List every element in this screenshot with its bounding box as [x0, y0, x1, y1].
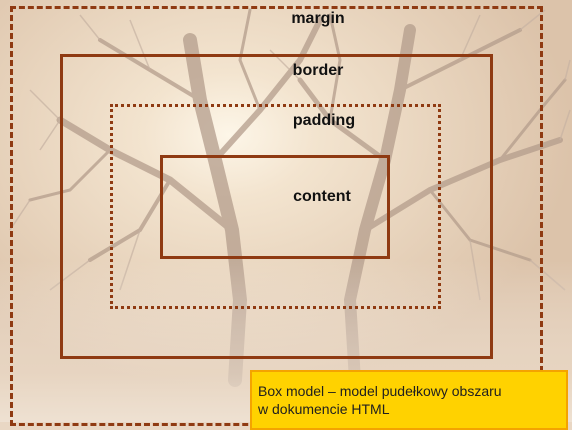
margin-label: margin [291, 10, 345, 27]
content-box [160, 155, 390, 259]
padding-label: padding [292, 112, 356, 129]
caption-line-1: Box model – model pudełkowy obszaru [258, 383, 502, 399]
padding-box [110, 104, 441, 309]
border-box [60, 54, 493, 359]
caption-line-2: w dokumencie HTML [258, 401, 390, 417]
content-label: content [293, 188, 351, 205]
caption-box: Box model – model pudełkowy obszaru w do… [250, 370, 568, 430]
border-label: border [292, 62, 344, 79]
